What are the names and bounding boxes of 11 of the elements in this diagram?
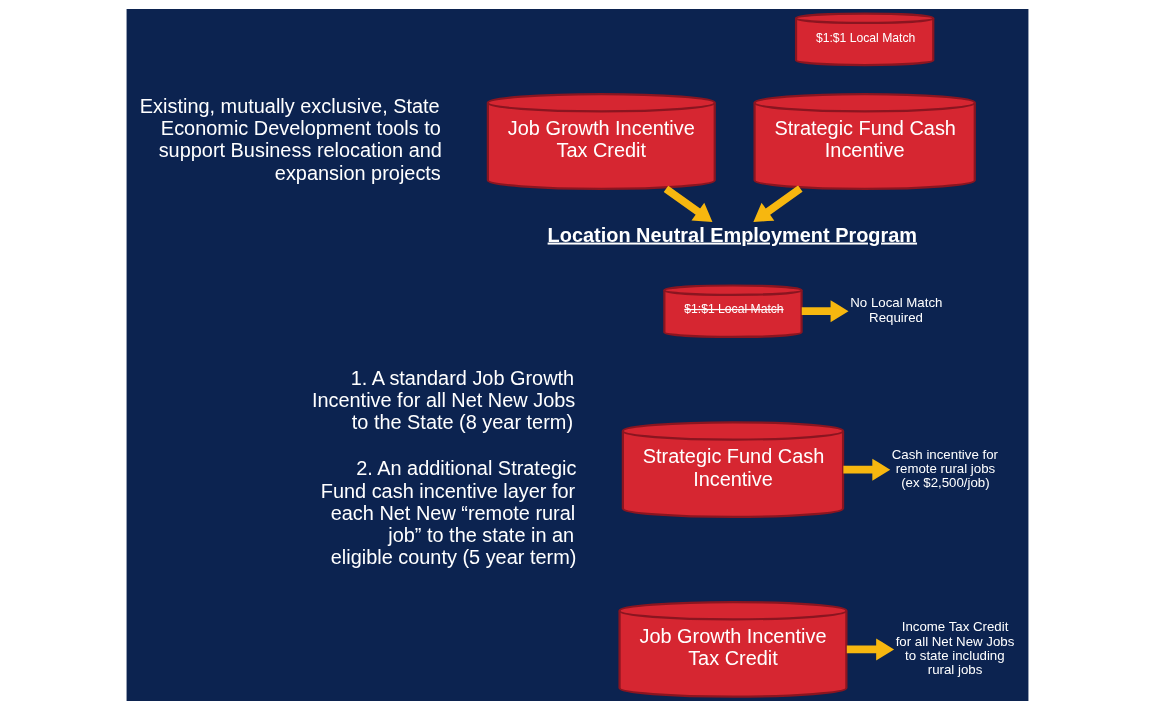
arrow	[846, 637, 895, 660]
arrow	[801, 299, 849, 322]
node-text: Cash incentive for remote rural jobs (ex $2,500/job)	[891, 446, 998, 490]
node-text: Location Neutral Employment Program	[547, 223, 918, 246]
node-text: 1. A standard Job Growth Incentive for all Net New Jobs to the State (8 year term) 2. An additional Strategic Fund cash incentive layer for each Net New “remote rural job” to the state in an eligible county (5 year term)	[311, 366, 577, 568]
node-text: No Local Match Required	[850, 294, 943, 325]
arrow	[843, 458, 891, 481]
node-text: Income Tax Credit for all Net New Jobs to state including rural jobs	[895, 618, 1015, 677]
arrow	[663, 185, 713, 222]
node-text: Existing, mutually exclusive, State Economic Development tools to support Business relocation and expansion projects	[139, 94, 442, 184]
arrow	[753, 184, 803, 222]
